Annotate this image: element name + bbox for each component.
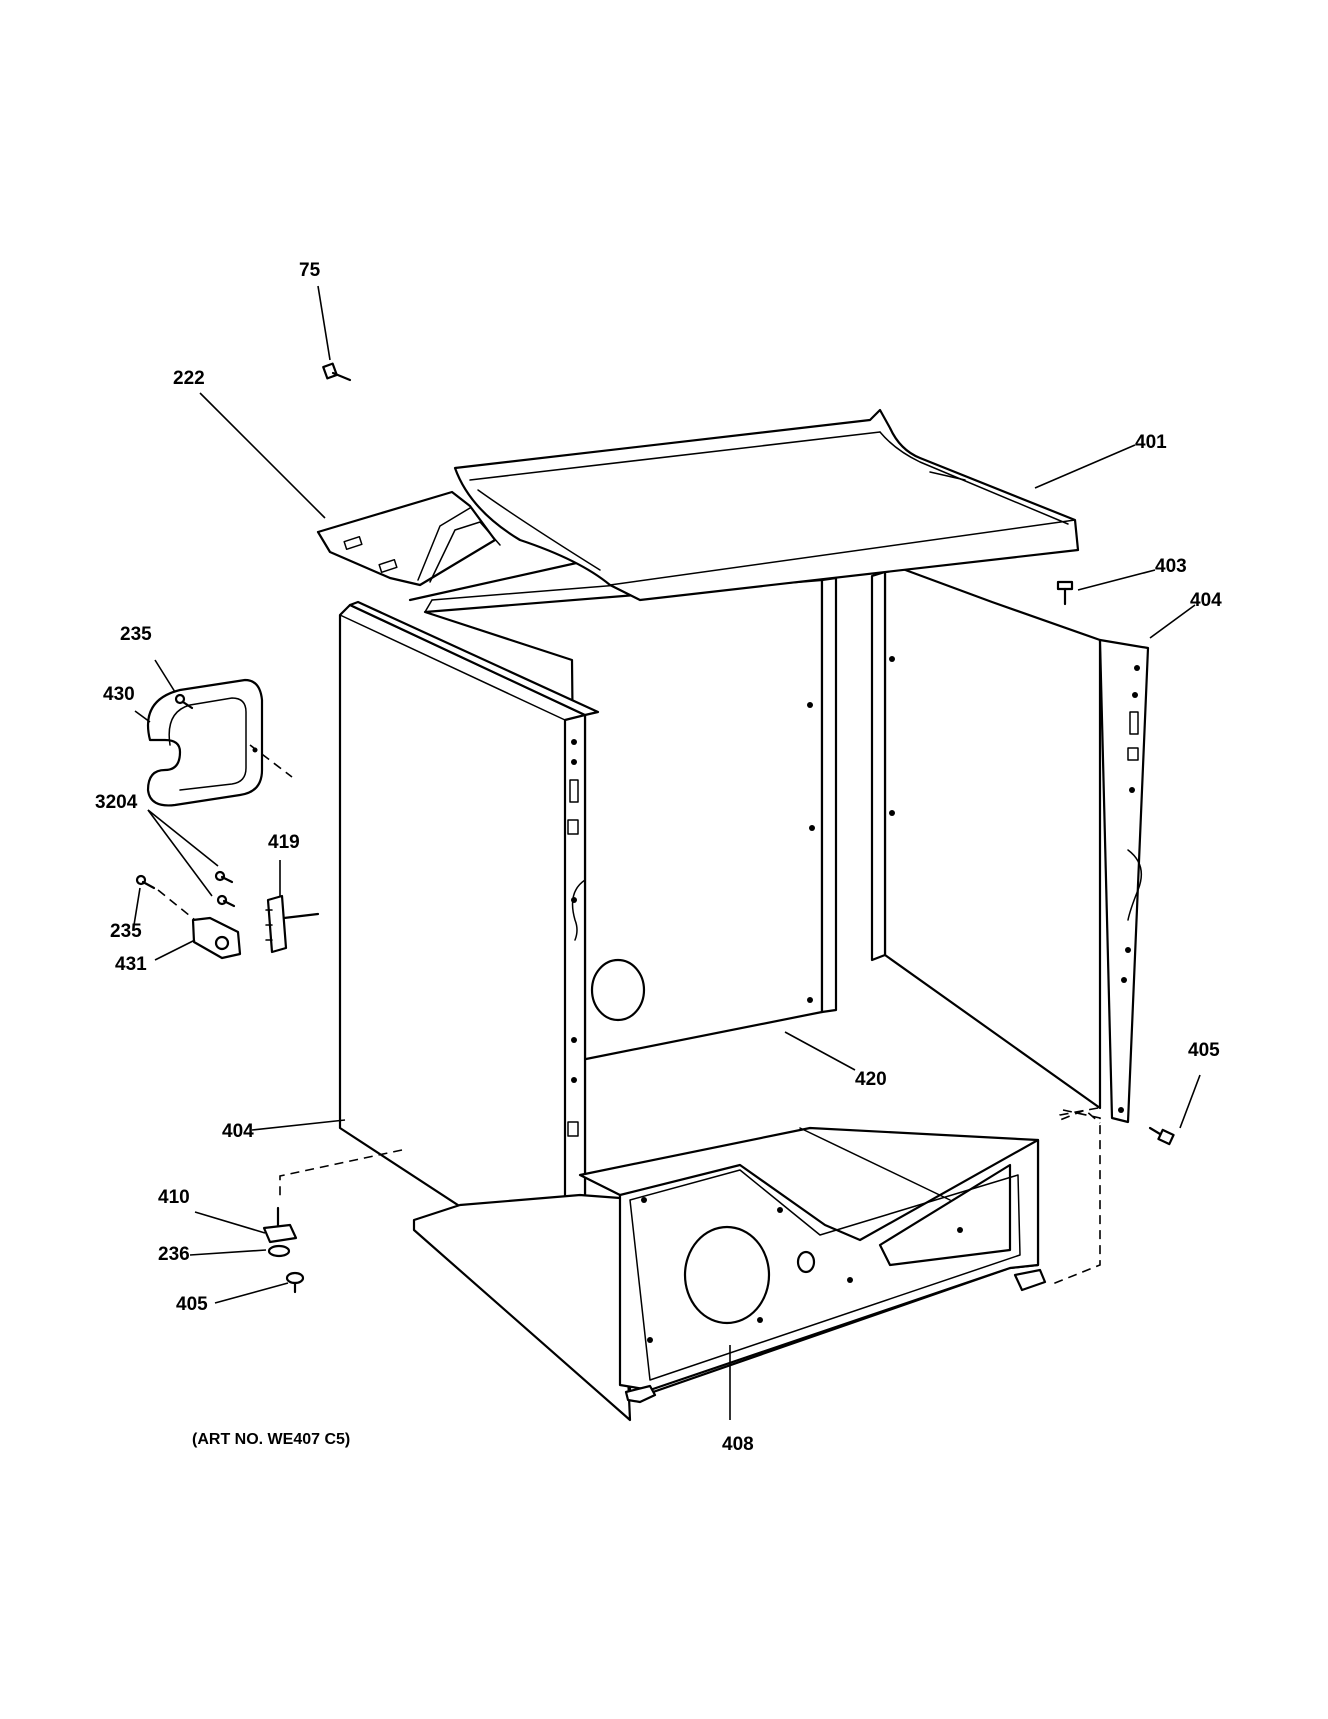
part-236-foot	[267, 1244, 291, 1258]
callout-236: 236	[158, 1244, 190, 1265]
part-419-terminal-block	[265, 894, 320, 954]
part-405-left-screw	[285, 1271, 305, 1294]
callout-431: 431	[115, 954, 147, 975]
art-number: (ART NO. WE407 C5)	[192, 1431, 350, 1448]
callout-235-top: 235	[120, 624, 152, 645]
part-3204-screws	[214, 870, 236, 908]
callout-405-right: 405	[1188, 1040, 1220, 1061]
part-235-bottom-screw	[135, 874, 156, 890]
part-431-bracket	[191, 916, 242, 960]
callout-408: 408	[722, 1434, 754, 1455]
callout-labels: 75 222 401 403 404 235 430 3204 419 235 …	[95, 260, 1222, 1455]
callout-405-left: 405	[176, 1294, 208, 1315]
part-403-screw	[1056, 580, 1074, 606]
callout-430: 430	[103, 684, 135, 705]
part-410-leveling-leg	[262, 1206, 298, 1244]
part-430-vent-cover	[146, 678, 264, 807]
part-408-base-frame	[412, 1126, 1047, 1422]
part-405-right-screw	[1148, 1126, 1175, 1146]
part-404-left-side-panel	[338, 600, 600, 1277]
assembly-lines	[157, 744, 1101, 1286]
part-401-top-panel	[453, 408, 1080, 602]
part-404-right-side-panel	[870, 566, 1150, 1124]
part-75-screw	[322, 362, 352, 382]
callout-222: 222	[173, 368, 205, 389]
callout-419: 419	[268, 832, 300, 853]
callout-75: 75	[299, 260, 321, 281]
callout-404-right: 404	[1190, 590, 1222, 611]
callout-235-bottom: 235	[110, 921, 142, 942]
callout-403: 403	[1155, 556, 1187, 577]
part-222-top-rail	[316, 490, 592, 602]
callout-404-left: 404	[222, 1121, 254, 1142]
callout-410: 410	[158, 1187, 190, 1208]
callout-401: 401	[1135, 432, 1167, 453]
callout-3204: 3204	[95, 792, 138, 813]
leader-lines	[133, 285, 1201, 1420]
callout-420: 420	[855, 1069, 887, 1090]
part-235-top-screw	[174, 693, 194, 710]
